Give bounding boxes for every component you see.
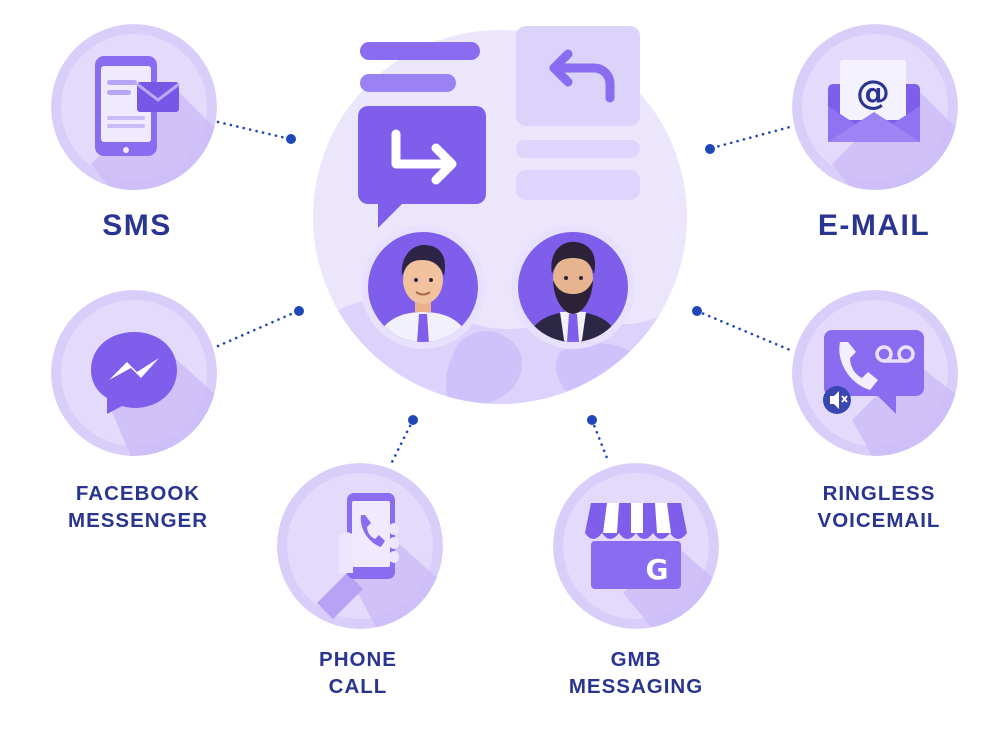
envelope-at-icon: @ [828,60,920,142]
voicemail-phone-icon [823,330,924,414]
storefront-g-icon: G [585,503,687,589]
person-agent-icon [361,225,485,349]
facebook-messenger-badge [51,290,217,456]
connector-dot-facebook [294,306,304,316]
sms-badge [51,24,217,190]
connector-dot-phone [408,415,418,425]
messenger-icon [91,332,177,414]
person-customer-icon [511,225,635,349]
connector-gmb [590,418,609,460]
phone-call-label: PHONE CALL [319,648,397,698]
svg-text:@: @ [856,73,890,113]
email-label: E-MAIL [817,209,931,242]
connector-sms [216,120,292,141]
reply-arrow-icon [516,26,640,126]
gmb-messaging-badge: G [553,463,719,629]
connector-dot-voicemail [692,306,702,316]
facebook-messenger-label: FACEBOOK MESSENGER [68,482,208,532]
connector-facebook [216,309,300,348]
gmb-messaging-label: GMB MESSAGING [568,648,704,698]
sms-label: SMS [102,209,172,242]
conversation-hub [310,22,690,404]
connector-dot-sms [286,134,296,144]
phone-call-badge [277,463,443,629]
connector-email [710,125,792,150]
connector-dot-email [705,144,715,154]
svg-text:G: G [646,553,669,586]
forward-message-icon [358,106,486,228]
ringless-voicemail-label: RINGLESS VOICEMAIL [817,482,941,532]
smartphone-message-icon [95,56,180,156]
email-badge: @ [792,24,958,190]
ringless-voicemail-badge [792,290,958,456]
connector-voicemail [695,309,792,352]
phone-in-hand-icon [317,493,399,619]
connector-dot-gmb [587,415,597,425]
connector-phone [390,418,415,464]
